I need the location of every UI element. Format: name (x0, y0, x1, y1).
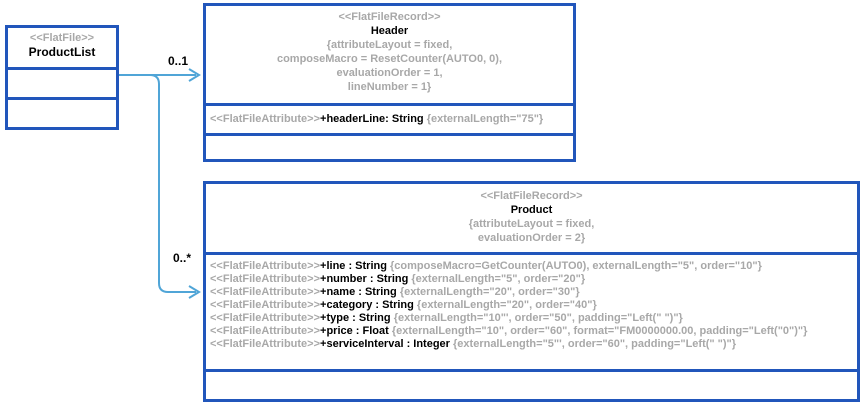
attribute-stereotype: <<FlatFileAttribute>> (210, 260, 321, 272)
class-box-product[interactable]: <<FlatFileRecord>> Product {attributeLay… (203, 181, 860, 402)
attribute-constraint: {externalLength="5"', order="60", paddin… (453, 338, 737, 350)
attribute-row[interactable]: <<FlatFileAttribute>>+headerLine: String… (206, 113, 543, 126)
arrowhead-to-header-icon (188, 68, 201, 82)
productlist-attributes-compartment-empty (8, 67, 116, 97)
attribute-constraint: {externalLength="10", order="60", format… (391, 325, 808, 337)
product-property-line: {attributeLayout = fixed, (468, 218, 595, 230)
attribute-signature: +type : String (320, 312, 394, 324)
header-property-line: lineNumber = 1} (347, 81, 432, 93)
attribute-signature: +serviceInterval : Integer (320, 338, 454, 350)
header-operations-compartment-empty (206, 133, 573, 159)
productlist-title-compartment: <<FlatFile>> ProductList (8, 28, 116, 67)
attribute-stereotype: <<FlatFileAttribute>> (210, 299, 321, 311)
header-name: Header (370, 25, 409, 37)
attribute-constraint: {externalLength="10"', order="50", paddi… (393, 312, 683, 324)
attribute-stereotype: <<FlatFileAttribute>> (210, 273, 321, 285)
attribute-constraint: {externalLength="5", order="20"} (411, 273, 586, 285)
header-attributes-compartment: <<FlatFileAttribute>>+headerLine: String… (206, 103, 573, 133)
attribute-row[interactable]: <<FlatFileAttribute>>+category : String … (206, 299, 857, 312)
product-property-line: evaluationOrder = 2} (477, 232, 586, 244)
attribute-row[interactable]: <<FlatFileAttribute>>+serviceInterval : … (206, 338, 857, 351)
attribute-stereotype: <<FlatFileAttribute>> (210, 113, 321, 125)
attribute-signature: +price : Float (320, 325, 392, 337)
product-name: Product (510, 204, 553, 216)
productlist-stereotype: <<FlatFile>> (29, 32, 95, 44)
multiplicity-label-header: 0..1 (168, 54, 189, 68)
attribute-stereotype: <<FlatFileAttribute>> (210, 338, 321, 350)
header-property-line: {attributeLayout = fixed, (326, 39, 453, 51)
attribute-constraint: {externalLength="75"} (426, 113, 544, 125)
attribute-constraint: {externalLength="20", order="30"} (399, 286, 580, 298)
header-property-line: composeMacro = ResetCounter(AUTO0, 0), (276, 53, 503, 65)
attribute-row[interactable]: <<FlatFileAttribute>>+name : String {ext… (206, 286, 857, 299)
attribute-signature: +number : String (320, 273, 412, 285)
attribute-constraint: {externalLength="20", order="40"} (416, 299, 597, 311)
class-box-productlist[interactable]: <<FlatFile>> ProductList (5, 25, 119, 130)
attribute-signature: +headerLine: String (320, 113, 427, 125)
header-property-line: evaluationOrder = 1, (336, 67, 443, 79)
attribute-signature: +name : String (320, 286, 400, 298)
product-title-compartment: <<FlatFileRecord>> Product {attributeLay… (206, 184, 857, 252)
connector-productlist-to-product[interactable] (149, 74, 201, 299)
multiplicity-label-product: 0..* (173, 251, 192, 265)
attribute-stereotype: <<FlatFileAttribute>> (210, 312, 321, 324)
product-stereotype: <<FlatFileRecord>> (480, 190, 583, 202)
connector-productlist-to-header[interactable] (118, 68, 201, 82)
attribute-stereotype: <<FlatFileAttribute>> (210, 286, 321, 298)
attribute-stereotype: <<FlatFileAttribute>> (210, 325, 321, 337)
class-box-header[interactable]: <<FlatFileRecord>> Header {attributeLayo… (203, 3, 576, 162)
header-stereotype: <<FlatFileRecord>> (338, 11, 441, 23)
header-title-compartment: <<FlatFileRecord>> Header {attributeLayo… (206, 6, 573, 103)
product-attributes-compartment: <<FlatFileAttribute>>+line : String {com… (206, 252, 857, 369)
product-operations-compartment-empty (206, 369, 857, 399)
arrowhead-to-product-icon (188, 285, 201, 299)
attribute-constraint: {composeMacro=GetCounter(AUTO0), externa… (390, 260, 762, 272)
attribute-row[interactable]: <<FlatFileAttribute>>+type : String {ext… (206, 312, 857, 325)
attribute-signature: +line : String (320, 260, 391, 272)
attribute-signature: +category : String (320, 299, 417, 311)
productlist-name: ProductList (28, 45, 96, 59)
attribute-row[interactable]: <<FlatFileAttribute>>+line : String {com… (206, 260, 857, 273)
attribute-row[interactable]: <<FlatFileAttribute>>+price : Float {ext… (206, 325, 857, 338)
attribute-row[interactable]: <<FlatFileAttribute>>+number : String {e… (206, 273, 857, 286)
productlist-operations-compartment-empty (8, 97, 116, 127)
